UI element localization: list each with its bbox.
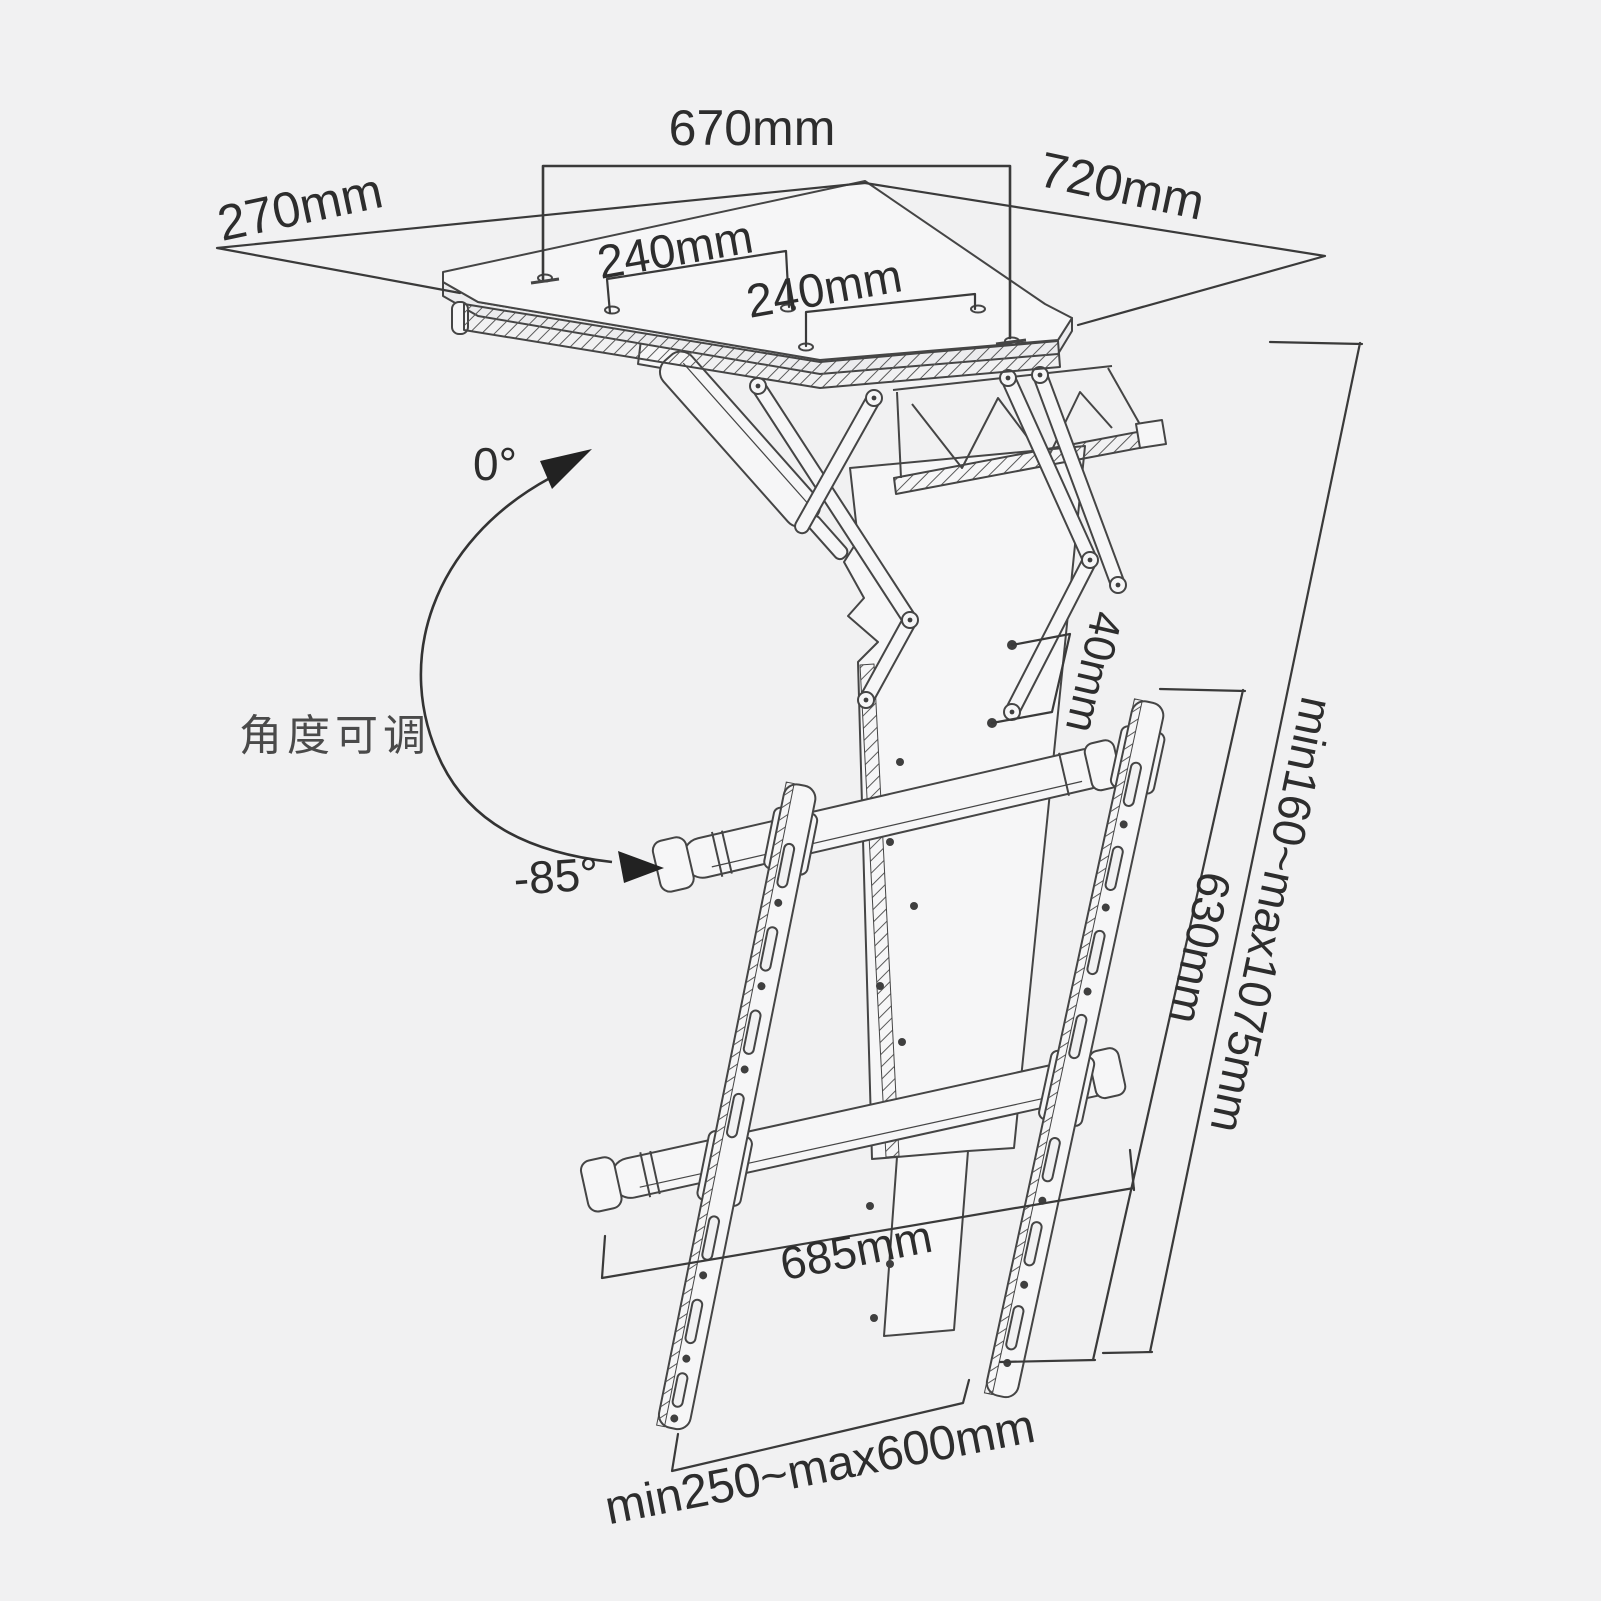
dim-label-670: 670mm: [668, 100, 836, 156]
arrow-right-icon: [618, 851, 664, 883]
dim-40-leaders: [990, 632, 1072, 725]
adjustable-angle-note: 角度可调: [239, 712, 431, 761]
scissor-arms: [751, 369, 1125, 717]
tv-rail-right: [983, 698, 1166, 1399]
pivot-joints: [749, 366, 1127, 721]
angle-label-0: 0°: [473, 438, 517, 490]
dim-240-left-lines: [605, 249, 791, 315]
angle-annotation: [419, 449, 664, 883]
dim-height-range-lines: [1101, 340, 1364, 1355]
dim-685-lines: [600, 1148, 1136, 1280]
dim-270-lines: [215, 181, 867, 295]
angle-arc: [419, 476, 613, 864]
scissor-mechanism: [637, 331, 1127, 721]
tv-rail-left: [656, 781, 819, 1431]
angle-label-85: -85°: [511, 847, 601, 905]
arrow-up-icon: [540, 449, 592, 489]
dimension-feet: [530, 277, 1027, 346]
dim-bottom-range-lines: [670, 1378, 971, 1473]
front-rail-hatched: [463, 303, 1061, 389]
ceiling-plate: [442, 180, 1073, 389]
dim-670-lines: [541, 164, 1012, 340]
dimension-lines: [215, 164, 1364, 1473]
dim-240-right-lines: [804, 292, 977, 348]
dim-630-lines: [998, 687, 1247, 1364]
support-truss: [892, 365, 1167, 495]
dim-720-lines: [863, 181, 1327, 327]
